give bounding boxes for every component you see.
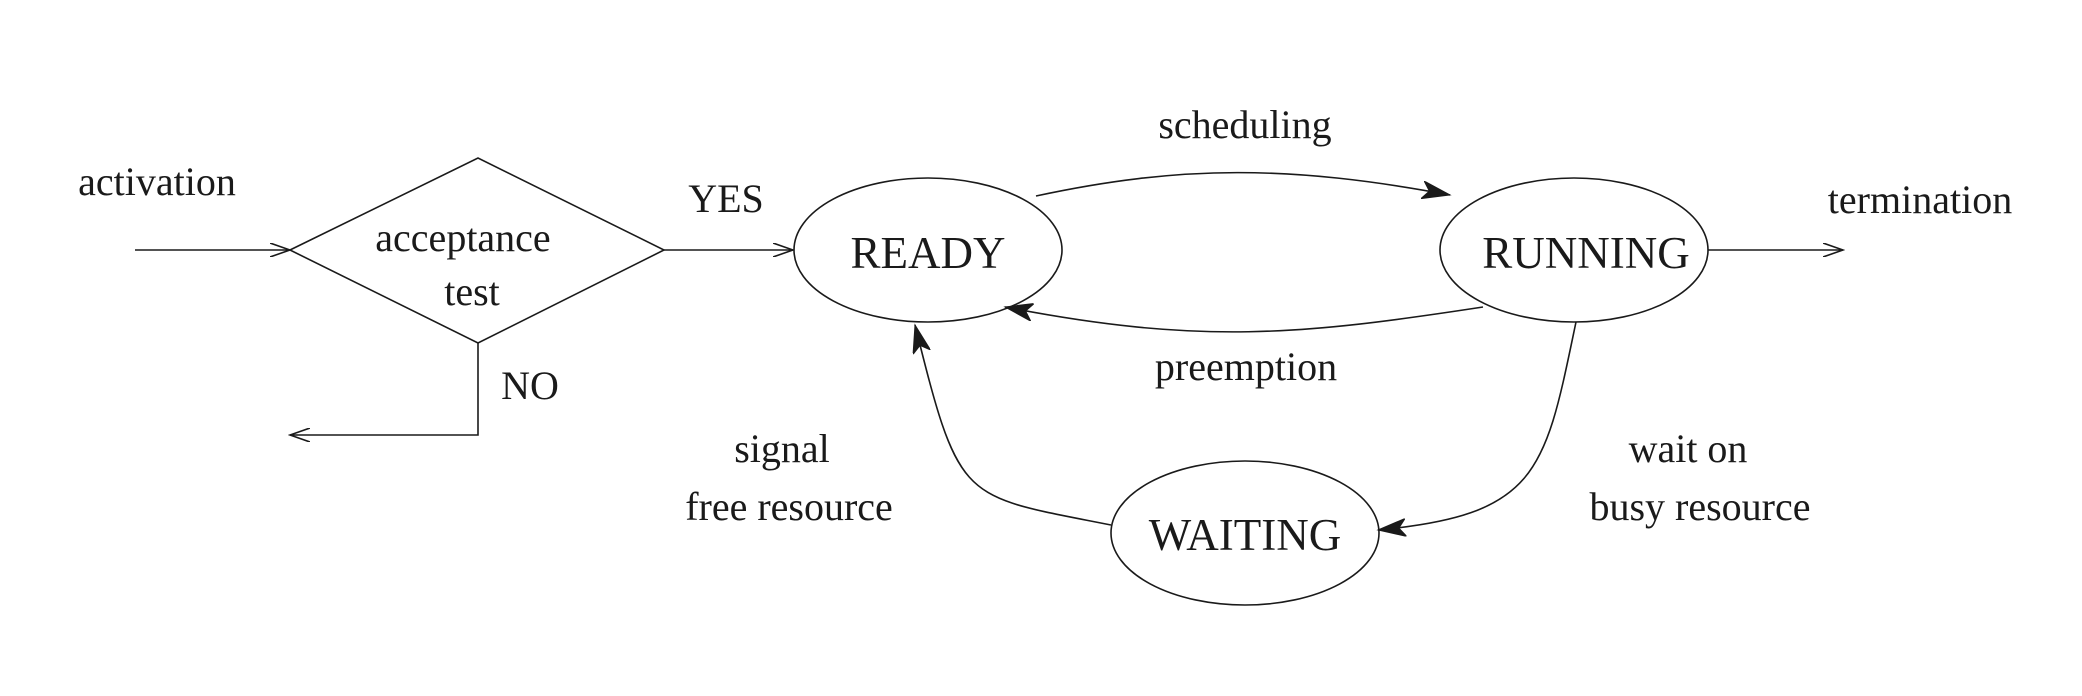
wait-on-busy-resource-arrow	[1378, 321, 1577, 530]
wait-label-line2: busy resource	[1589, 484, 1810, 529]
signal-free-resource-arrow	[915, 325, 1112, 526]
scheduling-arrow	[1035, 171, 1450, 196]
acceptance-test-label-line1: acceptance	[375, 215, 550, 260]
signal-label-line2: free resource	[685, 484, 893, 529]
signal-label-line1: signal	[734, 426, 830, 471]
waiting-state-label: WAITING	[1149, 510, 1341, 560]
preemption-label: preemption	[1155, 344, 1337, 389]
wait-label-line1: wait on	[1629, 426, 1748, 471]
running-state-label: RUNNING	[1482, 228, 1690, 278]
termination-label: termination	[1828, 177, 2012, 222]
activation-label: activation	[78, 159, 236, 204]
no-label: NO	[501, 363, 559, 408]
scheduling-label: scheduling	[1158, 102, 1331, 147]
ready-state	[793, 177, 1063, 323]
no-arrow	[290, 343, 479, 435]
preemption-arrow	[1005, 307, 1484, 333]
yes-label: YES	[688, 176, 764, 221]
acceptance-test-label-line2: test	[444, 269, 500, 314]
ready-state-label: READY	[851, 228, 1006, 278]
